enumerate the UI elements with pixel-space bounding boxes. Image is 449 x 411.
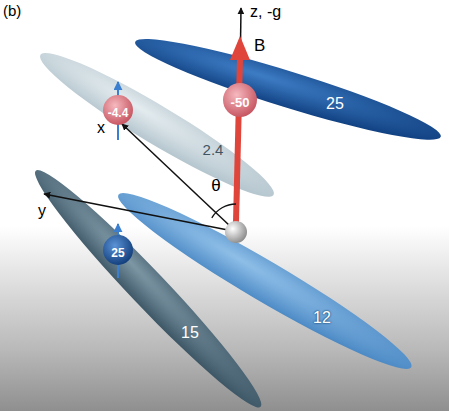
- angle-label: θ: [211, 176, 220, 196]
- field-arrow-shaft: [236, 58, 240, 222]
- ellipsoid-shape: [133, 37, 443, 142]
- axis-label: y: [38, 202, 46, 220]
- origin-sphere: [225, 221, 247, 243]
- field-label: B: [254, 36, 265, 56]
- cloud-value: 15: [181, 324, 199, 342]
- atom-sphere: 25: [103, 235, 133, 265]
- atom-cloud-ellipsoid: 15: [33, 168, 263, 409]
- cloud-value: 12: [313, 309, 331, 327]
- sphere-outline: [103, 95, 133, 125]
- ellipsoid-outline: [31, 39, 284, 212]
- atom-cloud-ellipsoid: 12: [116, 191, 414, 371]
- angle-arc: [212, 204, 236, 218]
- cloud-value: 2.4: [203, 141, 224, 158]
- axis-label: x: [97, 119, 105, 137]
- field-arrow-head: [230, 36, 250, 60]
- sphere-outline: [223, 83, 257, 117]
- atom-value: -50: [231, 96, 250, 111]
- atom-sphere: -4.4: [103, 95, 133, 125]
- atom-sphere: -50: [223, 83, 257, 117]
- atom-cloud-ellipsoid: 25: [133, 37, 443, 142]
- ellipsoid-shape: [116, 191, 414, 371]
- atom-value: 25: [111, 247, 124, 261]
- y-axis: [44, 194, 228, 230]
- axis-label: z, -g: [250, 3, 281, 21]
- atom-value: -4.4: [108, 107, 129, 121]
- cloud-value: 25: [326, 95, 344, 113]
- x-axis: [122, 124, 230, 226]
- ellipsoid-outline: [130, 24, 446, 153]
- ellipsoid-outline: [108, 177, 421, 384]
- atom-cloud-ellipsoid: 2.4: [38, 51, 276, 199]
- ellipsoid-shape: [33, 168, 263, 409]
- sphere-outline: [103, 235, 133, 265]
- panel-label: (b): [3, 2, 21, 19]
- ellipsoid-shape: [38, 51, 276, 199]
- ellipsoid-outline: [23, 159, 274, 411]
